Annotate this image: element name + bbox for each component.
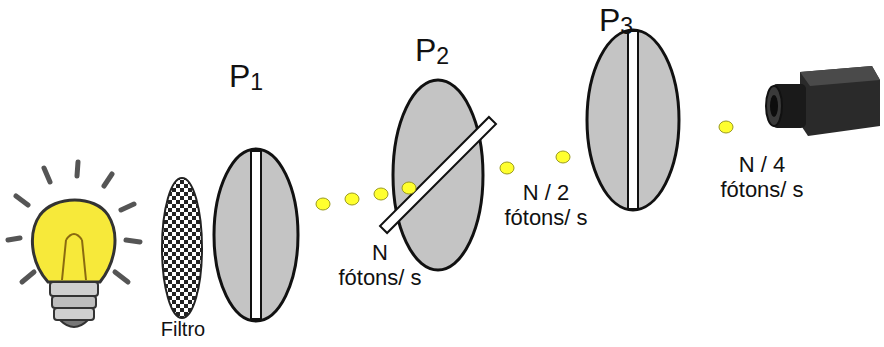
filter-label: Filtro	[161, 318, 205, 341]
photon-rate: N fótons/ s	[337, 240, 423, 291]
filter	[162, 178, 202, 318]
polarizer-label: P2	[415, 32, 449, 70]
polarizer-label: P1	[229, 58, 263, 96]
photon-rate: N / 2 fótons/ s	[503, 180, 589, 231]
polarizer-1	[214, 149, 298, 321]
polarizer-label: P3	[599, 2, 633, 40]
polarizer-3	[587, 30, 679, 210]
photon-rate: N / 4 fótons/ s	[719, 152, 805, 203]
polarizer-2	[380, 80, 496, 270]
light-bulb	[8, 162, 140, 327]
camera	[766, 66, 880, 136]
